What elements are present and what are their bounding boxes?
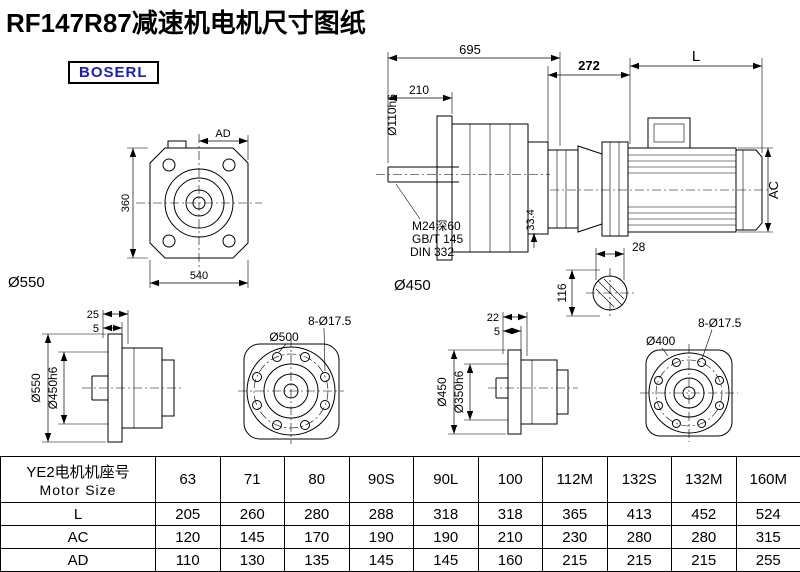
header-cn: YE2电机机座号	[26, 464, 130, 481]
row-label-AC: AC	[0, 525, 156, 549]
bottom-view-3: 22 5 Ø450 Ø350h6	[435, 312, 578, 435]
size-col-header: 90L	[413, 456, 479, 503]
table-cell: 190	[348, 525, 414, 549]
dim-5-label: 5	[93, 323, 99, 335]
size-col-header: 63	[155, 456, 221, 503]
dim-116-label: 116	[555, 283, 569, 302]
standard-gb-label: GB/T 145	[412, 232, 463, 246]
table-cell: 280	[284, 502, 350, 526]
table-cell: 215	[542, 548, 608, 572]
table-cell: 524	[735, 502, 800, 526]
dia-outer-label-3: Ø450	[435, 377, 449, 407]
table-cell: 318	[477, 502, 543, 526]
dim-L-label: L	[692, 48, 700, 65]
table-cell: 210	[477, 525, 543, 549]
page-title: RF147R87减速机电机尺寸图纸	[6, 8, 366, 38]
header-en: Motor Size	[39, 482, 117, 498]
size-col-header: 100	[477, 456, 543, 503]
dim-28-label: 28	[632, 240, 646, 254]
dim-210-label: 210	[409, 83, 429, 97]
table-cell: 260	[219, 502, 285, 526]
dim-5b-label: 5	[494, 326, 500, 338]
row-label-AD: AD	[0, 548, 156, 572]
thread-label: M24深60	[412, 219, 461, 233]
table-cell: 190	[413, 525, 479, 549]
brand-logo: BOSERL	[68, 61, 159, 84]
table-row-AD: AD 110 130 135 145 145 160 215 215 215 2…	[0, 548, 800, 572]
table-cell: 215	[671, 548, 737, 572]
table-cell: 280	[606, 525, 672, 549]
side-view: 695 210 Ø110h6 M24深60 GB/T 145 DIN 332 3…	[376, 42, 772, 294]
size-col-header: 71	[219, 456, 285, 503]
table-cell: 365	[542, 502, 608, 526]
size-col-header: 90S	[348, 456, 414, 503]
row-label-L: L	[0, 502, 156, 526]
size-col-header: 132S	[606, 456, 672, 503]
table-cell: 215	[606, 548, 672, 572]
table-cell: 110	[155, 548, 221, 572]
bottom-view-2: Ø500 8-Ø17.5	[238, 314, 352, 444]
motor-size-header-cell: YE2电机机座号 Motor Size	[0, 456, 156, 503]
technical-drawing: AD 360 540 Ø550	[8, 42, 781, 444]
table-row-AC: AC 120 145 170 190 190 210 230 280 280 3…	[0, 525, 800, 549]
dim-272-label: 272	[578, 58, 600, 73]
shaft-diameter-label: Ø110h6	[385, 94, 399, 136]
table-cell: 120	[155, 525, 221, 549]
table-cell: 145	[348, 548, 414, 572]
dia-inner-label-3: Ø350h6	[452, 370, 466, 413]
dim-AC-label: AC	[766, 181, 781, 199]
dim-22-label: 22	[487, 312, 499, 324]
dia-inner-label-1: Ø450h6	[46, 366, 60, 409]
size-col-header: 132M	[671, 456, 737, 503]
size-col-header: 112M	[542, 456, 608, 503]
table-cell: 160	[477, 548, 543, 572]
dim-25-label: 25	[87, 309, 99, 321]
dia-550-label: Ø550	[8, 274, 45, 291]
table-cell: 280	[671, 525, 737, 549]
size-col-header: 80	[284, 456, 350, 503]
table-cell: 230	[542, 525, 608, 549]
table-row-L: L 205 260 280 288 318 318 365 413 452 52…	[0, 502, 800, 526]
table-cell: 135	[284, 548, 350, 572]
table-cell: 315	[735, 525, 800, 549]
motor-dimensions: 272 L AC 28 116	[547, 48, 781, 318]
table-cell: 413	[606, 502, 672, 526]
dia-500-label: Ø500	[269, 330, 299, 344]
dia-450-label: Ø450	[394, 277, 431, 294]
dim-540-label: 540	[190, 270, 208, 282]
table-cell: 318	[413, 502, 479, 526]
bottom-view-1: 25 5 Ø550 Ø450h6	[29, 309, 184, 443]
table-cell: 145	[413, 548, 479, 572]
front-view: AD 360 540 Ø550	[8, 128, 262, 291]
dim-360-label: 360	[120, 194, 132, 212]
dim-ad-label: AD	[215, 128, 230, 140]
size-col-header: 160M	[735, 456, 800, 503]
dia-outer-label-1: Ø550	[29, 373, 43, 403]
table-cell: 170	[284, 525, 350, 549]
bolt-holes-label-1: 8-Ø17.5	[308, 314, 352, 328]
dim-334-label: 33.4	[525, 209, 537, 230]
table-cell: 255	[735, 548, 800, 572]
table-cell: 145	[219, 525, 285, 549]
bottom-view-4: Ø400 8-Ø17.5	[640, 316, 742, 442]
standard-din-label: DIN 332	[410, 245, 454, 259]
motor-dimension-table: YE2电机机座号 Motor Size 63 71 80 90S 90L 100…	[0, 456, 800, 572]
table-cell: 130	[219, 548, 285, 572]
bolt-holes-label-2: 8-Ø17.5	[698, 316, 742, 330]
dia-400-label: Ø400	[646, 334, 676, 348]
dim-695-label: 695	[459, 42, 481, 57]
table-cell: 205	[155, 502, 221, 526]
table-header-row: YE2电机机座号 Motor Size 63 71 80 90S 90L 100…	[0, 456, 800, 503]
table-cell: 288	[348, 502, 414, 526]
table-cell: 452	[671, 502, 737, 526]
